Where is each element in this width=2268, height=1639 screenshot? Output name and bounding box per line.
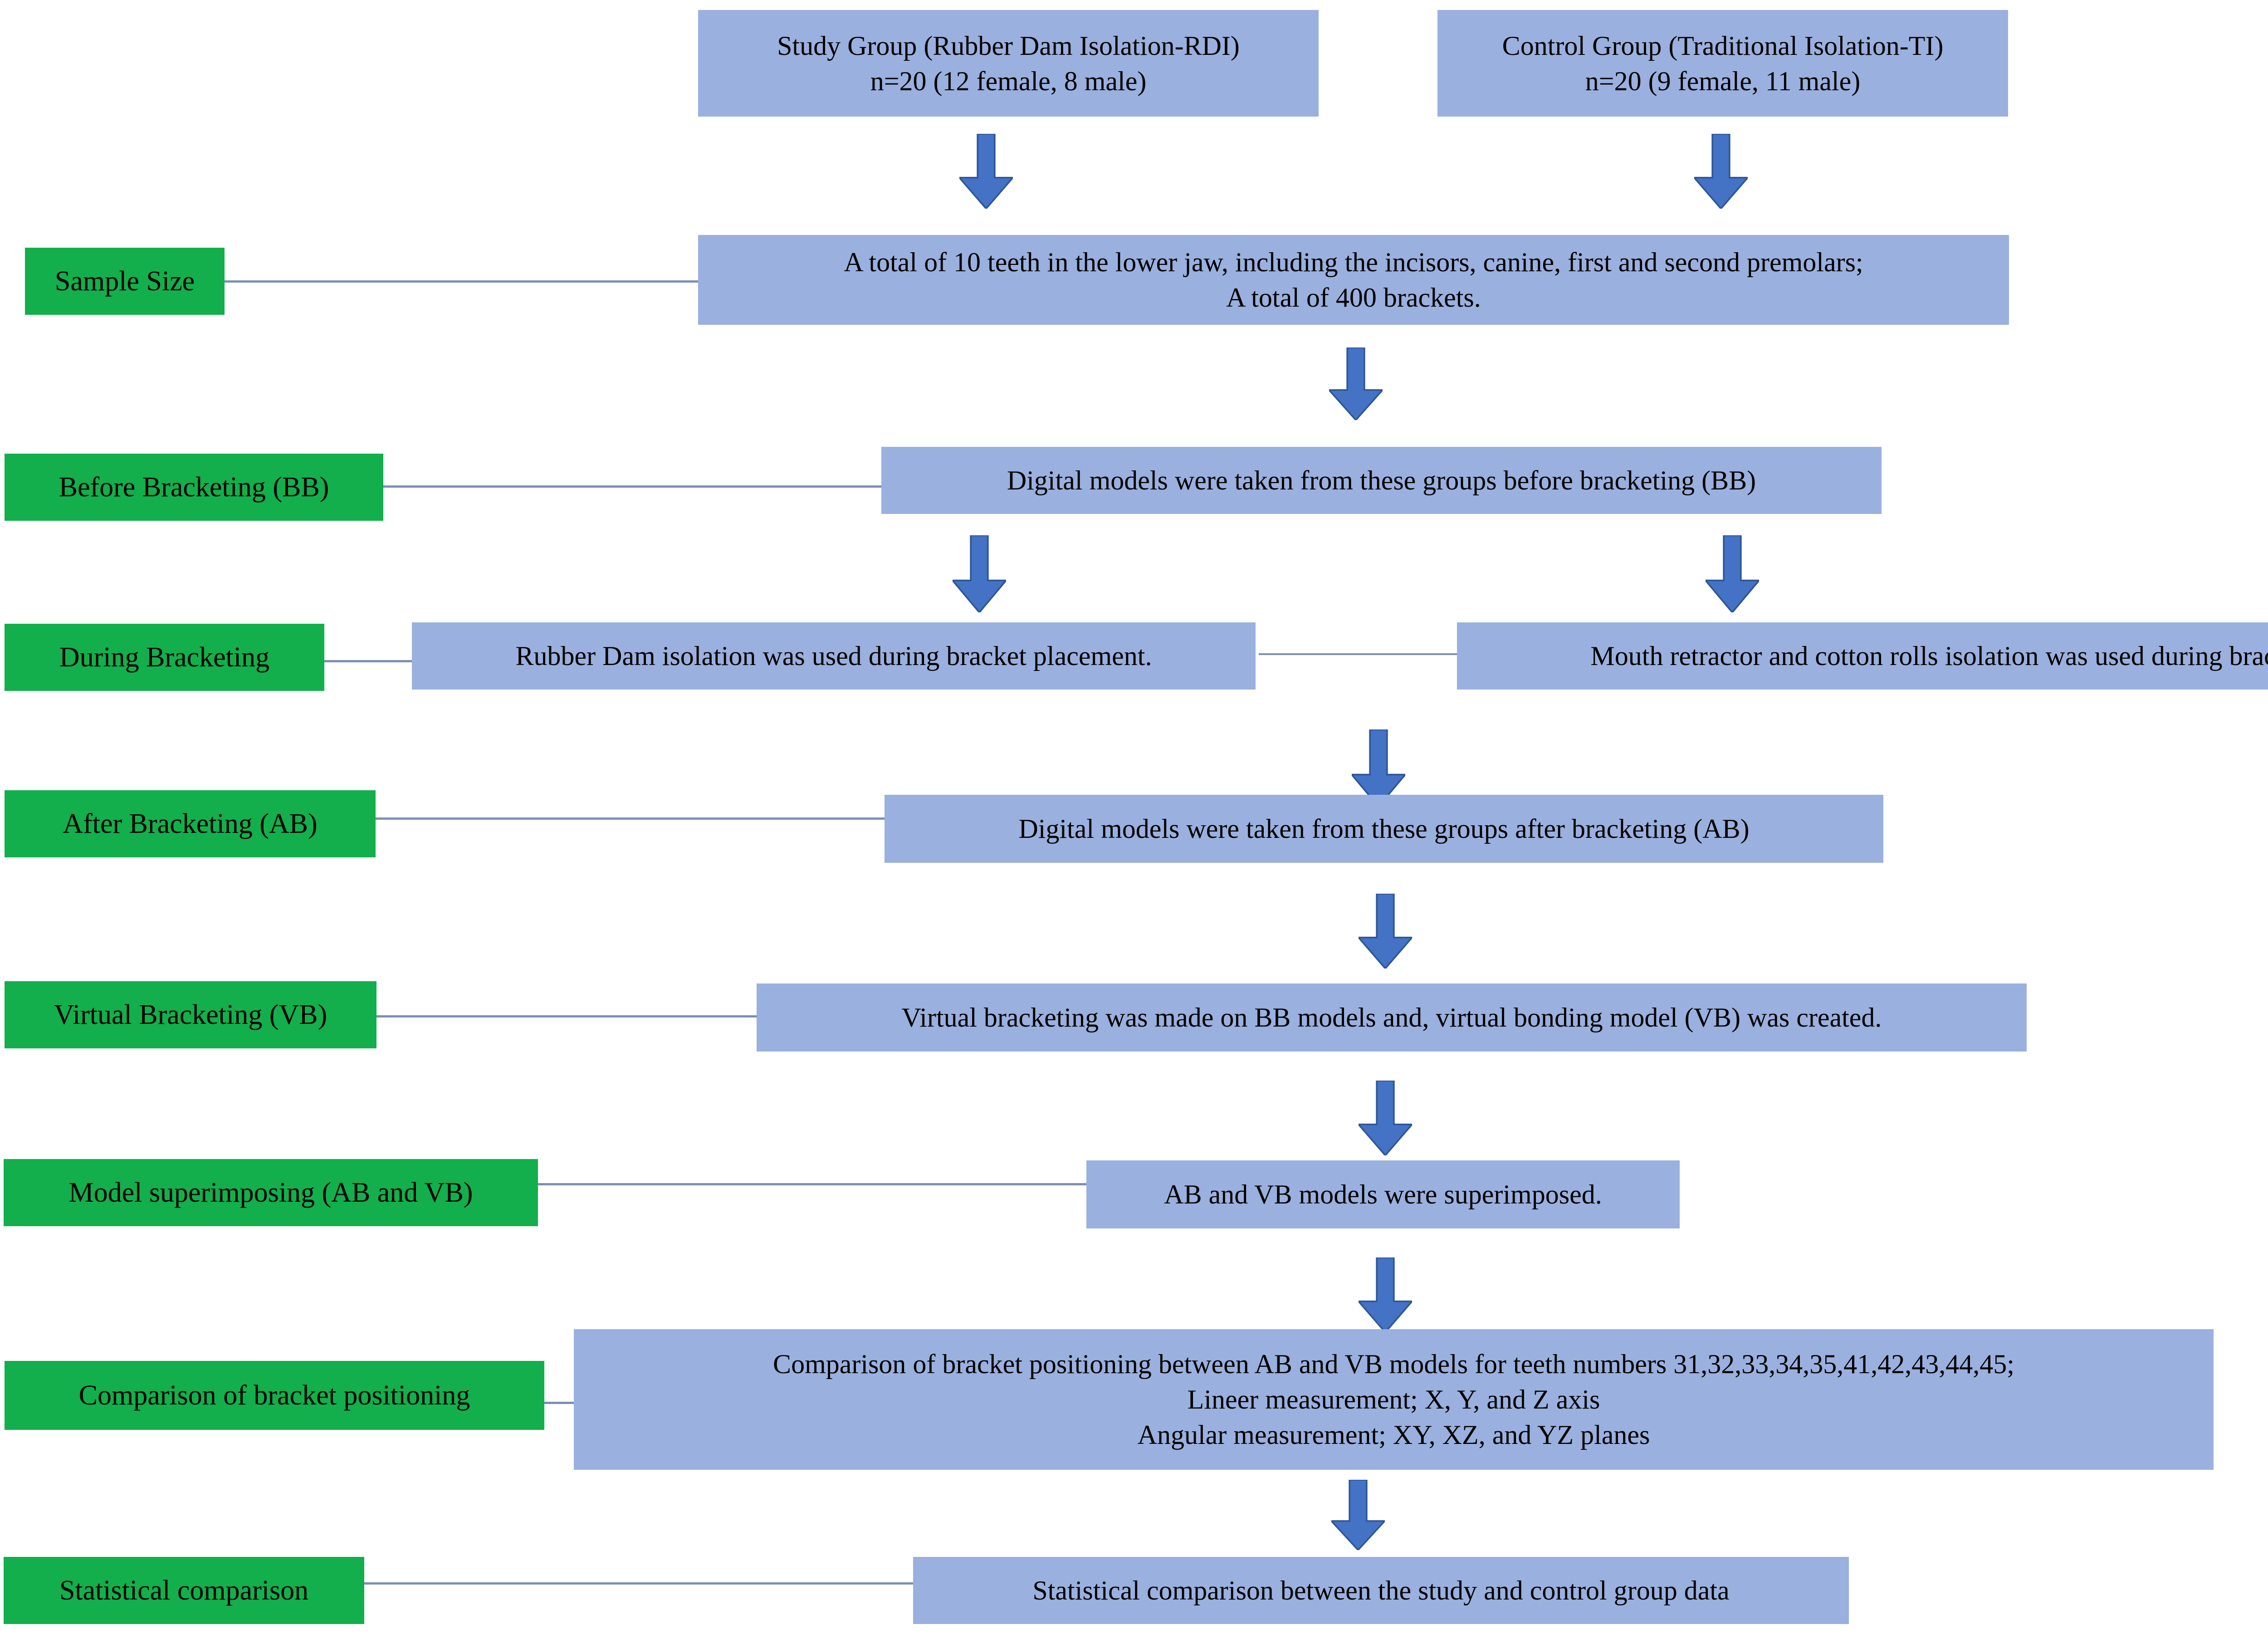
down-arrow-icon <box>953 535 1006 612</box>
label-sample-size-text: Sample Size <box>54 265 195 297</box>
label-model-superimposing: Model superimposing (AB and VB) <box>4 1159 538 1226</box>
node-during-bracketing-rdi-body: Rubber Dam isolation was used during bra… <box>515 641 1152 671</box>
node-before-bracketing-body: Digital models were taken from these gro… <box>1007 465 1756 495</box>
connector-comparison-of-bracket-positioning <box>540 1402 576 1404</box>
connector-sample-size <box>223 280 699 283</box>
label-comparison-of-bracket-positioning: Comparison of bracket positioning <box>5 1361 544 1430</box>
node-after-bracketing: Digital models were taken from these gro… <box>885 795 1883 863</box>
arrow-during-bracketing-to-after-bracketing <box>1352 729 1405 807</box>
node-during-bracketing-ti-body: Mouth retractor and cotton rolls isolati… <box>1590 641 2268 671</box>
node-virtual-bracketing: Virtual bracketing was made on BB models… <box>757 983 2027 1052</box>
node-sample-size: A total of 10 teeth in the lower jaw, in… <box>698 235 2009 325</box>
label-before-bracketing: Before Bracketing (BB) <box>5 454 383 521</box>
down-arrow-icon <box>1359 1081 1412 1155</box>
node-virtual-bracketing-body: Virtual bracketing was made on BB models… <box>901 1003 1882 1032</box>
node-sample-size-body: A total of 10 teeth in the lower jaw, in… <box>844 247 1863 313</box>
connector-during-bracketing <box>318 660 415 662</box>
label-during-bracketing: During Bracketing <box>5 624 324 691</box>
arrow-virtual-bracketing-to-model-superimposing <box>1359 1081 1412 1155</box>
down-arrow-icon <box>1694 134 1748 209</box>
down-arrow-icon <box>1352 729 1405 807</box>
arrow-before-bracketing-to-ti <box>1706 535 1759 612</box>
arrow-study-to-sample-size <box>959 134 1013 209</box>
arrow-sample-size-to-before-bracketing <box>1329 347 1383 420</box>
node-during-bracketing-rdi: Rubber Dam isolation was used during bra… <box>412 622 1256 690</box>
down-arrow-icon <box>1706 535 1759 612</box>
label-comparison-of-bracket-positioning-text: Comparison of bracket positioning <box>78 1380 470 1411</box>
down-arrow-icon <box>1359 1257 1412 1332</box>
node-after-bracketing-body: Digital models were taken from these gro… <box>1018 814 1750 844</box>
down-arrow-icon <box>959 134 1013 209</box>
label-statistical-comparison-text: Statistical comparison <box>59 1575 309 1606</box>
node-statistical-comparison-body: Statistical comparison between the study… <box>1032 1575 1730 1605</box>
label-after-bracketing-text: After Bracketing (AB) <box>63 808 318 839</box>
connector-during-bracketing-bridge <box>1259 653 1458 655</box>
arrow-after-bracketing-to-virtual-bracketing <box>1359 894 1412 969</box>
label-during-bracketing-text: During Bracketing <box>59 641 270 673</box>
label-after-bracketing: After Bracketing (AB) <box>5 790 376 857</box>
down-arrow-icon <box>1331 1480 1385 1550</box>
arrow-model-superimposing-to-comparison <box>1359 1257 1412 1332</box>
connector-model-superimposing <box>531 1183 1089 1185</box>
node-study-group: Study Group (Rubber Dam Isolation-RDI) n… <box>698 10 1319 117</box>
node-model-superimposing-body: AB and VB models were superimposed. <box>1164 1179 1602 1209</box>
connector-virtual-bracketing <box>376 1015 758 1018</box>
connector-before-bracketing <box>381 485 882 488</box>
down-arrow-icon <box>1329 347 1383 420</box>
connector-after-bracketing <box>373 817 885 820</box>
node-comparison-of-bracket-positioning: Comparison of bracket positioning betwee… <box>574 1329 2214 1470</box>
node-statistical-comparison: Statistical comparison between the study… <box>913 1557 1849 1624</box>
node-control-group: Control Group (Traditional Isolation-TI)… <box>1437 10 2008 117</box>
label-virtual-bracketing: Virtual Bracketing (VB) <box>5 981 376 1048</box>
label-virtual-bracketing-text: Virtual Bracketing (VB) <box>54 999 327 1030</box>
arrow-comparison-to-statistical-comparison <box>1331 1480 1385 1550</box>
arrow-before-bracketing-to-rdi <box>953 535 1006 612</box>
label-before-bracketing-text: Before Bracketing (BB) <box>59 471 329 503</box>
down-arrow-icon <box>1359 894 1412 969</box>
label-statistical-comparison: Statistical comparison <box>4 1557 364 1624</box>
connector-statistical-comparison <box>361 1582 916 1585</box>
node-comparison-of-bracket-positioning-body: Comparison of bracket positioning betwee… <box>773 1349 2014 1450</box>
label-sample-size: Sample Size <box>25 248 225 315</box>
label-model-superimposing-text: Model superimposing (AB and VB) <box>68 1177 473 1208</box>
arrow-control-to-sample-size <box>1694 134 1748 209</box>
node-model-superimposing: AB and VB models were superimposed. <box>1086 1160 1680 1228</box>
node-control-group-label: Control Group (Traditional Isolation-TI)… <box>1502 30 1944 96</box>
node-study-group-label: Study Group (Rubber Dam Isolation-RDI) n… <box>777 30 1240 96</box>
node-during-bracketing-ti: Mouth retractor and cotton rolls isolati… <box>1457 622 2268 690</box>
node-before-bracketing: Digital models were taken from these gro… <box>881 447 1882 514</box>
